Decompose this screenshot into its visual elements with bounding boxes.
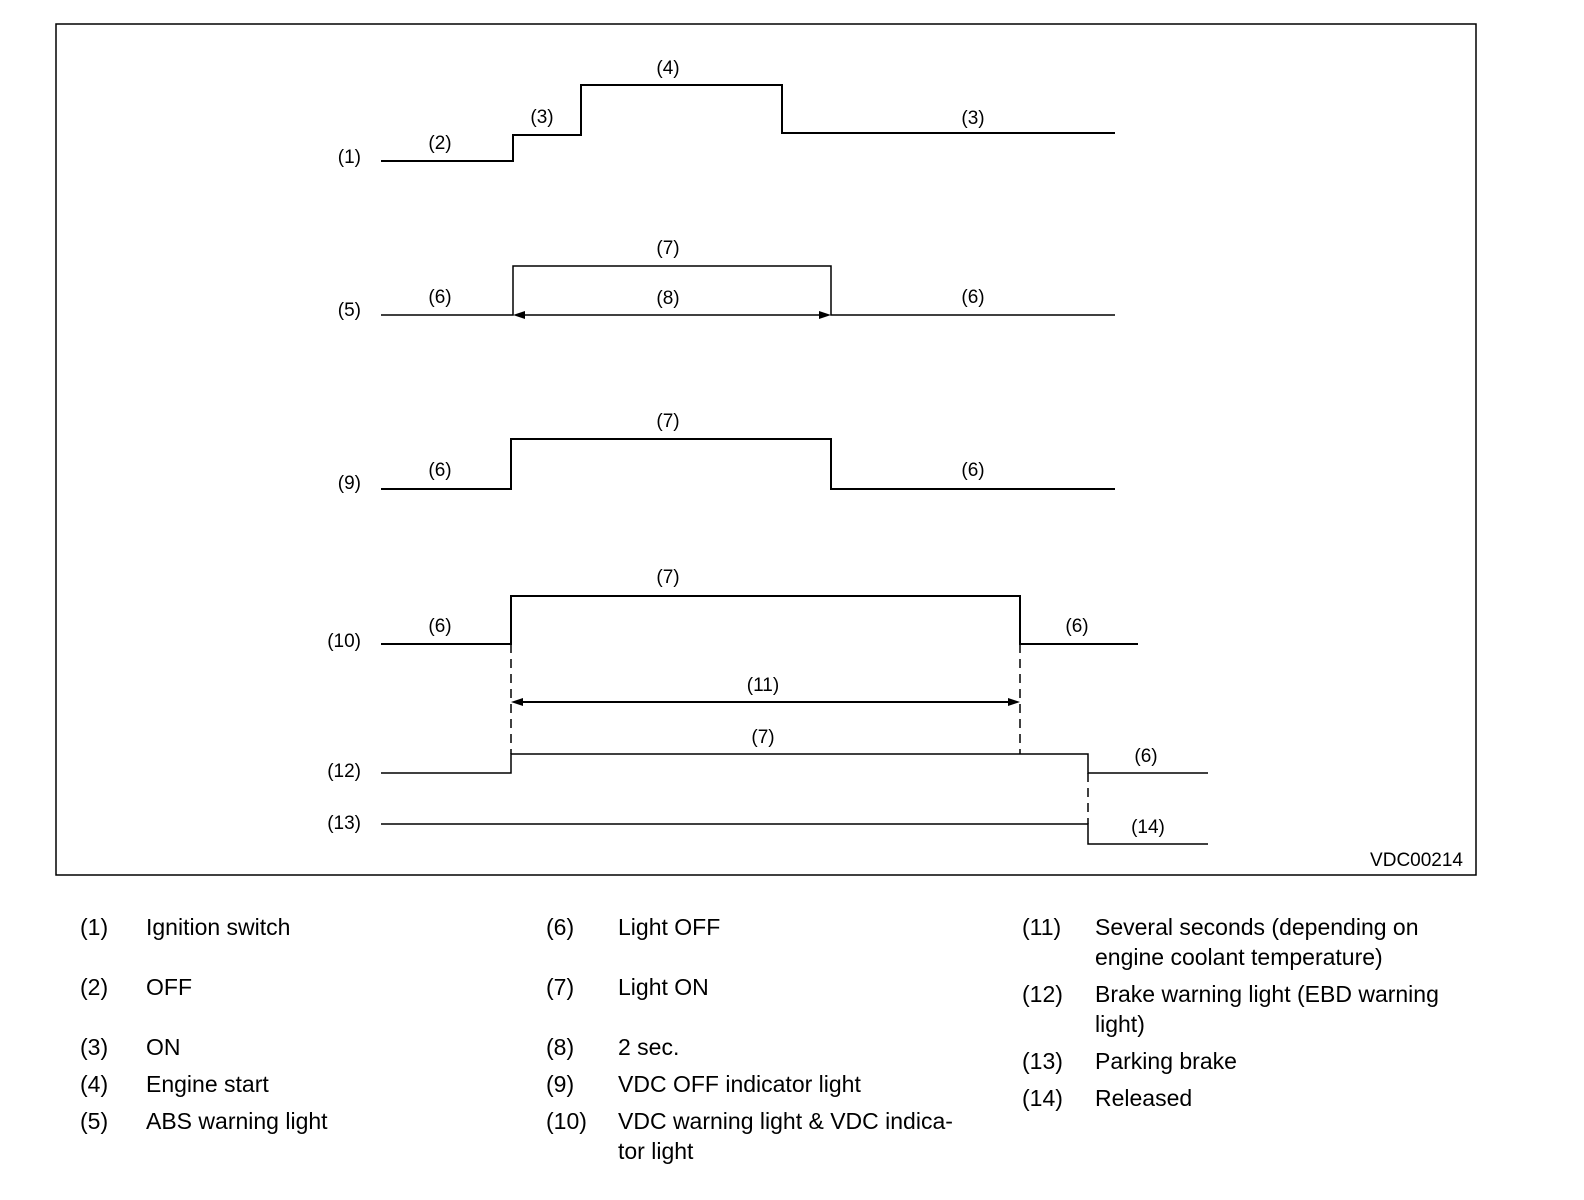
legend-item: (5) ABS warning light: [80, 1106, 500, 1136]
legend-item: (7) Light ON: [546, 972, 986, 1002]
legend-item: (13) Parking brake: [1022, 1046, 1492, 1076]
legend-number: (13): [1022, 1048, 1063, 1074]
vdc-warning-light-waveform: [381, 595, 1138, 645]
legend-item: (2) OFF: [80, 972, 500, 1002]
row-label-abs-warning-light: (5): [338, 300, 361, 321]
ignition-on-label: (3): [530, 107, 553, 128]
legend-number: (11): [1022, 914, 1062, 940]
legend-item: (12) Brake warning light (EBD warning lig…: [1022, 979, 1492, 1039]
legend-item: (6) Light OFF: [546, 912, 986, 942]
abs-light-off-label-2: (6): [961, 287, 984, 308]
legend-number: (1): [80, 914, 109, 940]
engine-start-label: (4): [656, 58, 679, 79]
abs-light-waveform: [381, 265, 1115, 316]
legend-text: Parking brake: [1095, 1048, 1237, 1074]
legend-number: (9): [546, 1071, 575, 1097]
ignition-on-label-2: (3): [961, 108, 984, 129]
diagram-frame: [55, 23, 1477, 876]
row-label-vdc-off-indicator: (9): [338, 473, 361, 494]
parking-brake-released-label: (14): [1131, 817, 1165, 838]
timing-diagram: (1) (2) (3) (4) (3) (5) (6) (7) (8) (6) …: [55, 23, 1477, 876]
brake-light-on-label: (7): [751, 727, 774, 748]
legend-text: Light ON: [618, 974, 709, 1000]
legend-item: (9) VDC OFF indicator light: [546, 1069, 986, 1099]
legend-text: 2 sec.: [618, 1034, 680, 1060]
legend-item: (10) VDC warning light & VDC indica-tor l…: [546, 1106, 986, 1166]
ignition-switch-waveform: [381, 84, 1115, 162]
vdc-off-light-on-label: (7): [656, 411, 679, 432]
legend-number: (7): [546, 974, 575, 1000]
legend-text: VDC warning light & VDC indica-tor light: [618, 1108, 953, 1164]
legend-text: Brake warning light (EBD warning light): [1095, 981, 1439, 1037]
legend-number: (4): [80, 1071, 109, 1097]
legend-column-1: (1) Ignition switch (2) OFF (3) ON (4) Engin…: [80, 912, 500, 1143]
legend-item: (14) Released: [1022, 1083, 1492, 1113]
legend-text: Light OFF: [618, 914, 721, 940]
legend-column-2: (6) Light OFF (7) Light ON (8) 2 sec. (9) VD…: [546, 912, 986, 1173]
legend-item: (8) 2 sec.: [546, 1032, 986, 1062]
row-label-brake-warning-light: (12): [327, 761, 361, 782]
legend-number: (10): [546, 1108, 587, 1134]
vdc-off-light-off-label: (6): [428, 460, 451, 481]
row-label-parking-brake: (13): [327, 813, 361, 834]
parking-brake-waveform: [381, 823, 1208, 845]
legend-item: (4) Engine start: [80, 1069, 500, 1099]
legend-text: OFF: [146, 974, 192, 1000]
vdc-warning-off-label: (6): [428, 616, 451, 637]
brake-warning-light-waveform: [381, 753, 1208, 774]
several-seconds-label: (11): [747, 675, 779, 696]
two-second-label: (8): [656, 288, 679, 309]
legend-number: (8): [546, 1034, 575, 1060]
legend-text: ON: [146, 1034, 181, 1060]
legend-number: (14): [1022, 1085, 1063, 1111]
legend-text: Ignition switch: [146, 914, 291, 940]
vdc-off-indicator-waveform: [381, 438, 1115, 490]
legend-number: (3): [80, 1034, 109, 1060]
legend-number: (12): [1022, 981, 1063, 1007]
row-label-ignition-switch: (1): [338, 147, 361, 168]
legend-number: (2): [80, 974, 109, 1000]
several-seconds-arrow-right-head: [1008, 698, 1020, 706]
vdc-warning-on-label: (7): [656, 567, 679, 588]
abs-light-on-label: (7): [656, 238, 679, 259]
legend-text: VDC OFF indicator light: [618, 1071, 861, 1097]
legend-text: Several seconds (depending on engine coo…: [1095, 914, 1419, 970]
brake-light-off-label: (6): [1134, 746, 1157, 767]
legend-item: (1) Ignition switch: [80, 912, 500, 942]
vdc-off-light-off-label-2: (6): [961, 460, 984, 481]
ignition-off-label: (2): [428, 133, 451, 154]
legend-number: (5): [80, 1108, 109, 1134]
two-second-arrow-left-head: [513, 311, 525, 319]
legend-text: Engine start: [146, 1071, 269, 1097]
figure-id: VDC00214: [1370, 850, 1463, 871]
row-label-vdc-warning-light: (10): [327, 631, 361, 652]
legend-item: (11) Several seconds (depending on engine…: [1022, 912, 1492, 972]
several-seconds-arrow-left-head: [511, 698, 523, 706]
legend-column-3: (11) Several seconds (depending on engine…: [1022, 912, 1492, 1120]
legend-number: (6): [546, 914, 575, 940]
abs-light-off-label: (6): [428, 287, 451, 308]
legend-item: (3) ON: [80, 1032, 500, 1062]
vdc-warning-off-label-2: (6): [1065, 616, 1088, 637]
legend-text: ABS warning light: [146, 1108, 328, 1134]
legend-text: Released: [1095, 1085, 1193, 1111]
two-second-arrow-right-head: [819, 311, 831, 319]
